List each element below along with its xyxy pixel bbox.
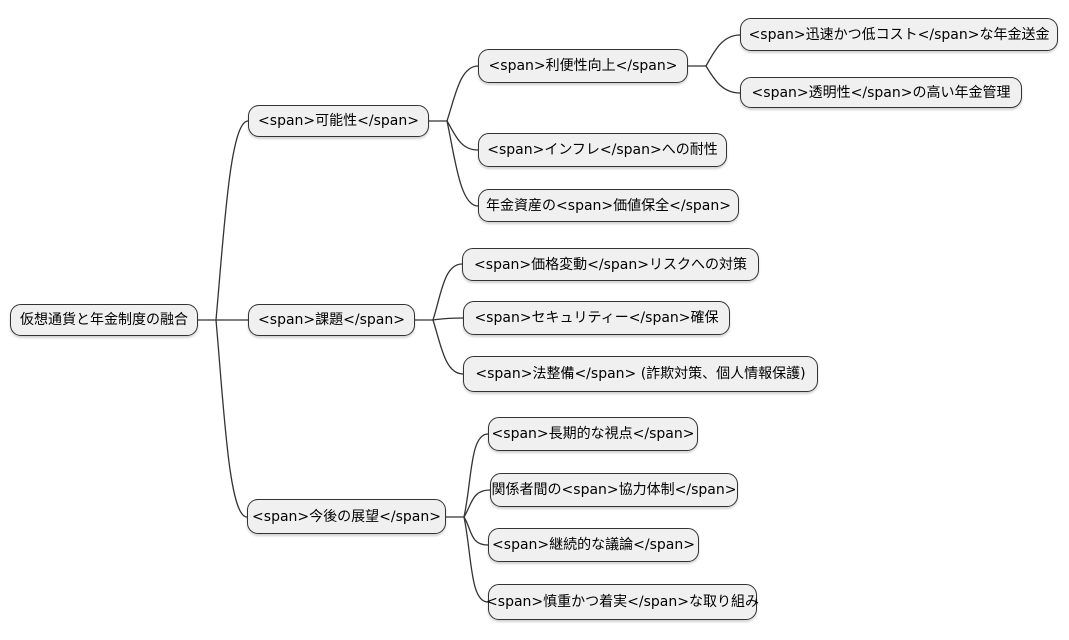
edge-root-possibility [215, 120, 249, 321]
edge-convenience-transparency [705, 65, 741, 94]
edge-challenges-volatility [432, 263, 463, 321]
leaf-fast-low-cost-remittance: <span>迅速かつ低コスト</span>な年金送金 [740, 18, 1058, 51]
node-root: 仮想通貨と年金制度の融合 [10, 304, 198, 336]
edge-possibility-value-preservation [446, 120, 479, 207]
leaf-security-assurance: <span>セキュリティー</span>確保 [463, 301, 730, 335]
edge-challenges-security [432, 317, 464, 321]
leaf-price-volatility-countermeasures: <span>価格変動</span>リスクへの対策 [462, 248, 759, 281]
edge-possibility-convenience [446, 65, 479, 122]
edge-future-long-term [463, 433, 489, 518]
branch-possibility: <span>可能性</span> [248, 105, 429, 137]
edge-root-future-outlook [215, 319, 248, 518]
leaf-long-term-perspective: <span>長期的な視点</span> [488, 417, 698, 451]
edge-future-steady [463, 516, 489, 603]
leaf-inflation-resistance: <span>インフレ</span>への耐性 [478, 133, 727, 167]
leaf-stakeholder-cooperation: 関係者間の<span>協力体制</span> [490, 473, 738, 507]
edge-future-discussion [463, 516, 489, 546]
leaf-legal-framework: <span>法整備</span> (詐欺対策、個人情報保護) [463, 356, 818, 392]
edge-future-cooperation [463, 489, 491, 518]
edge-challenges-legal [432, 319, 464, 375]
edge-convenience-remittance [705, 34, 741, 67]
branch-future-outlook: <span>今後の展望</span> [247, 499, 446, 534]
leaf-asset-value-preservation: 年金資産の<span>価値保全</span> [478, 189, 739, 222]
leaf-careful-steady-efforts: <span>慎重かつ着実</span>な取り組み [486, 584, 759, 620]
edge-possibility-inflation [446, 120, 479, 151]
leaf-transparent-pension-management: <span>透明性</span>の高い年金管理 [740, 77, 1022, 108]
leaf-continuous-discussion: <span>継続的な議論</span> [488, 528, 699, 562]
node-convenience-improvement: <span>利便性向上</span> [478, 49, 688, 83]
branch-challenges: <span>課題</span> [248, 304, 415, 336]
